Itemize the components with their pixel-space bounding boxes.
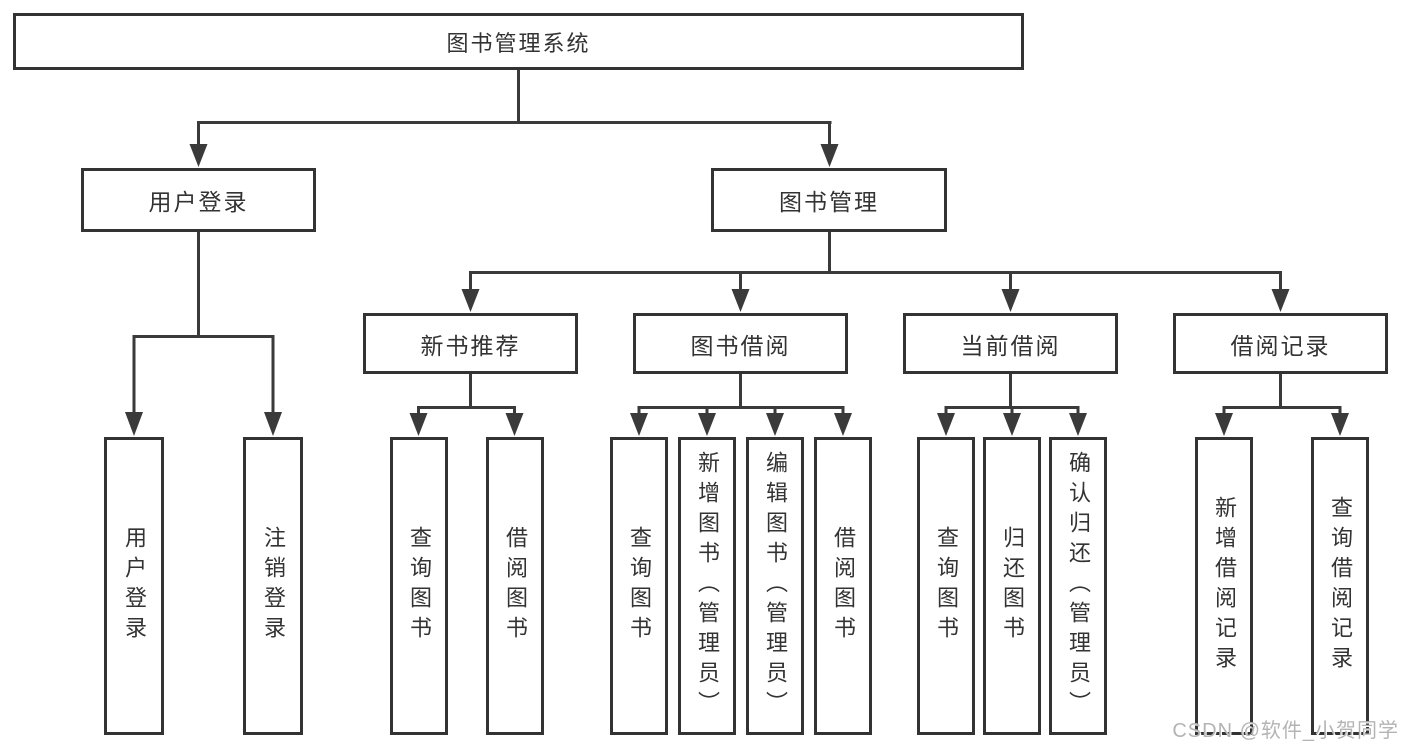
node-book-management-branch: 图书管理: [711, 168, 947, 232]
leaf-return-books: 归还图书: [983, 437, 1041, 735]
leaf-query-books-borrow: 查询图书: [610, 437, 668, 735]
leaf-borrow-books-recommend: 借阅图书: [486, 437, 544, 735]
leaf-query-books-current: 查询图书: [917, 437, 975, 735]
leaf-confirm-return-admin: 确认归还（管理员）: [1049, 437, 1107, 735]
leaf-add-books-admin: 新增图书（管理员）: [678, 437, 736, 735]
leaf-query-borrow-record: 查询借阅记录: [1311, 437, 1369, 735]
node-borrow-records: 借阅记录: [1173, 313, 1388, 374]
leaf-logout: 注销登录: [243, 437, 303, 735]
leaf-add-borrow-record: 新增借阅记录: [1195, 437, 1253, 735]
leaf-user-login: 用户登录: [104, 437, 164, 735]
leaf-edit-books-admin: 编辑图书（管理员）: [746, 437, 804, 735]
node-book-borrow: 图书借阅: [633, 313, 848, 374]
node-root-system: 图书管理系统: [13, 13, 1024, 70]
node-current-borrow: 当前借阅: [903, 313, 1118, 374]
node-new-book-recommend: 新书推荐: [363, 313, 578, 374]
node-user-login-branch: 用户登录: [81, 168, 316, 232]
csdn-watermark: CSDN @软件_小贺同学: [1172, 720, 1399, 742]
leaf-query-books-recommend: 查询图书: [390, 437, 448, 735]
leaf-borrow-books: 借阅图书: [814, 437, 872, 735]
